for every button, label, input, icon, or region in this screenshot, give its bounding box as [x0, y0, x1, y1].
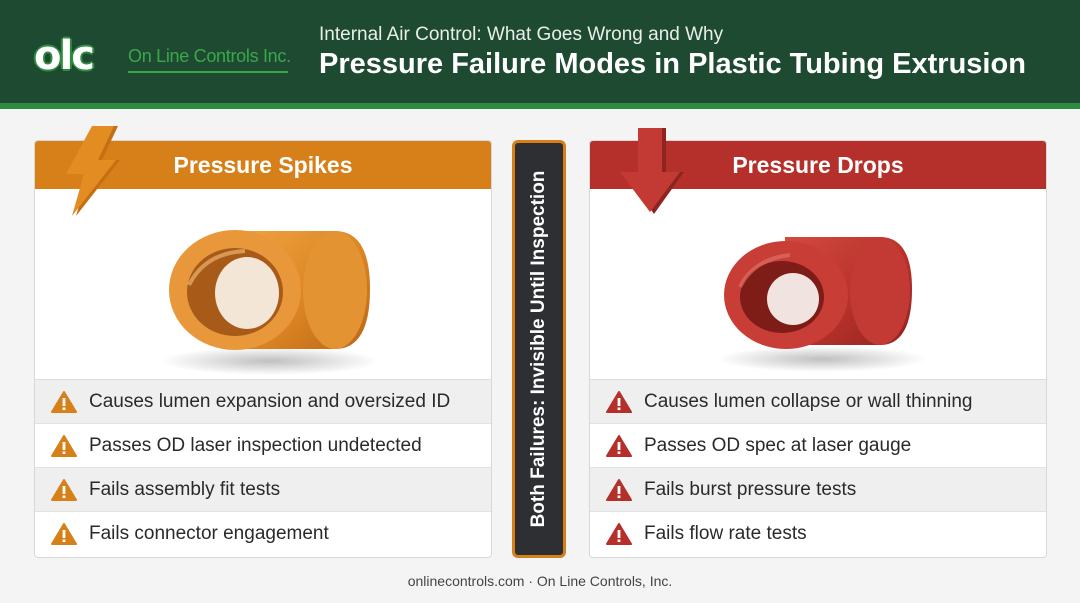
collapsed-tube-image — [590, 189, 1046, 379]
company-logo[interactable]: olc On Line Controls Inc. — [34, 33, 294, 79]
list-item-text: Fails burst pressure tests — [644, 478, 857, 500]
page-title: Pressure Failure Modes in Plastic Tubing… — [319, 48, 1026, 80]
logo-underline — [128, 71, 288, 73]
invisible-failures-banner: Both Failures: Invisible Until Inspectio… — [512, 140, 566, 558]
list-item-text: Causes lumen expansion and oversized ID — [89, 390, 451, 412]
down-arrow-icon — [620, 128, 684, 214]
red-tube-illustration — [717, 237, 927, 372]
warning-icon — [606, 390, 632, 413]
warning-icon — [51, 434, 77, 457]
page-subtitle: Internal Air Control: What Goes Wrong an… — [319, 24, 724, 45]
logo-text: On Line Controls Inc. — [128, 46, 291, 66]
orange-tube-illustration — [160, 230, 380, 375]
list-item: Causes lumen expansion and oversized ID — [35, 380, 491, 424]
lightning-bolt-icon — [66, 126, 120, 216]
list-item: Fails assembly fit tests — [35, 468, 491, 512]
expanded-tube-image — [35, 189, 491, 379]
list-item-text: Causes lumen collapse or wall thinning — [644, 390, 973, 412]
footer-text[interactable]: onlinecontrols.com · On Line Controls, I… — [407, 573, 673, 589]
logo-mark: olc — [34, 33, 95, 79]
list-item-text: Passes OD laser inspection undetected — [89, 434, 422, 456]
list-item-text: Fails connector engagement — [89, 523, 329, 544]
spikes-consequence-list: Causes lumen expansion and oversized ID … — [35, 379, 491, 556]
warning-icon — [51, 478, 77, 501]
warning-icon — [606, 434, 632, 457]
warning-icon — [51, 523, 77, 545]
list-item: Fails burst pressure tests — [590, 468, 1046, 512]
warning-icon — [51, 390, 77, 413]
header-bar: olc On Line Controls Inc. Internal Air C… — [0, 0, 1080, 103]
warning-icon — [606, 478, 632, 501]
center-banner-text: Both Failures: Invisible Until Inspectio… — [528, 170, 549, 528]
list-item-text: Fails assembly fit tests — [89, 478, 281, 500]
pressure-spikes-panel: Pressure Spikes — [34, 140, 492, 558]
drops-consequence-list: Causes lumen collapse or wall thinning P… — [590, 379, 1046, 556]
header-accent-stripe — [0, 103, 1080, 109]
warning-icon — [606, 523, 632, 545]
list-item: Passes OD laser inspection undetected — [35, 424, 491, 468]
list-item: Causes lumen collapse or wall thinning — [590, 380, 1046, 424]
list-item: Fails connector engagement — [35, 512, 491, 556]
list-item-text: Passes OD spec at laser gauge — [644, 434, 912, 456]
list-item-text: Fails flow rate tests — [644, 523, 807, 544]
list-item: Fails flow rate tests — [590, 512, 1046, 556]
list-item: Passes OD spec at laser gauge — [590, 424, 1046, 468]
